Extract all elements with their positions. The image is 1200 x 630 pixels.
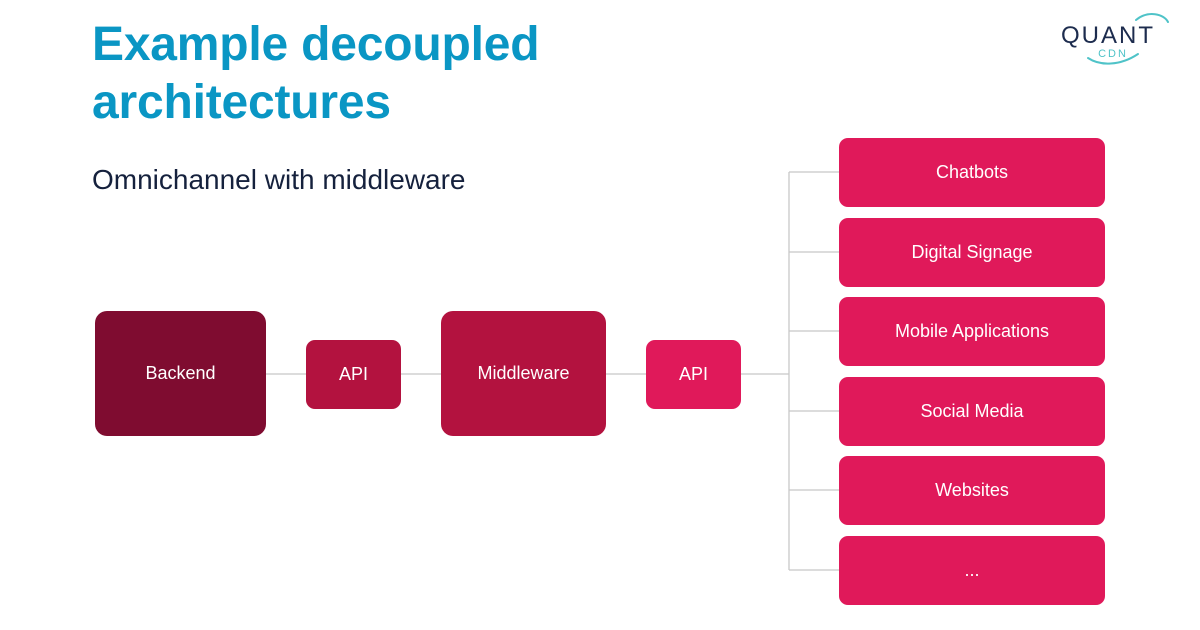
logo-swoosh-underline: [1087, 53, 1139, 65]
middleware-node: Middleware: [441, 311, 606, 436]
quant-cdn-logo: QUANT CDN: [1061, 13, 1169, 65]
channel-node-chatbots: Chatbots: [839, 138, 1105, 207]
channel-node-mobile-applications: Mobile Applications: [839, 297, 1105, 366]
page-subtitle: Omnichannel with middleware: [92, 164, 466, 195]
backend-node: Backend: [95, 311, 266, 436]
api-right-label: API: [678, 364, 708, 384]
logo-swoosh-arc: [1135, 13, 1169, 23]
middleware-label: Middleware: [477, 363, 570, 383]
channel-label: Chatbots: [935, 162, 1009, 182]
logo-primary-text: QUANT: [1061, 22, 1155, 49]
channel-node-more: ...: [839, 536, 1105, 605]
channel-label: Mobile Applications: [894, 321, 1050, 341]
channel-node-social-media: Social Media: [839, 377, 1105, 446]
channel-node-websites: Websites: [839, 456, 1105, 525]
channel-label: Digital Signage: [911, 242, 1033, 262]
api-left-label: API: [338, 364, 368, 384]
channel-node-digital-signage: Digital Signage: [839, 218, 1105, 287]
backend-label: Backend: [145, 363, 216, 383]
page-title: Example decoupled architectures: [92, 18, 540, 129]
channel-label: Websites: [935, 480, 1009, 500]
api-node-right: API: [646, 340, 741, 409]
logo-secondary-text: CDN: [1098, 48, 1128, 60]
channel-label: ...: [964, 560, 980, 580]
api-node-left: API: [306, 340, 401, 409]
channel-label: Social Media: [920, 401, 1024, 421]
